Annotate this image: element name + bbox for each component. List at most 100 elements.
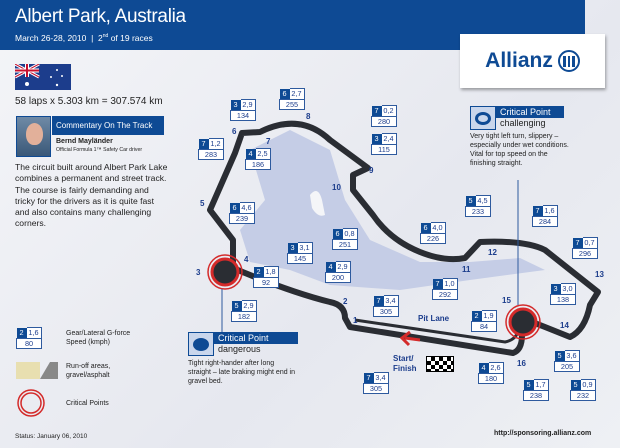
speed: 115 — [371, 143, 397, 155]
speed: 80 — [16, 337, 42, 349]
gear: 5 — [570, 380, 581, 390]
g-force: 1,7 — [533, 379, 549, 391]
g-force: 2,5 — [255, 148, 271, 160]
page-title: Albert Park, Australia — [15, 6, 186, 27]
critical-point-severity: dangerous — [218, 344, 261, 354]
g-force: 2,9 — [240, 99, 256, 111]
turn-number: 4 — [244, 255, 249, 264]
turn-number: 7 — [266, 137, 271, 146]
gear: 6 — [279, 89, 290, 99]
lake — [240, 130, 545, 290]
speed: 251 — [332, 238, 358, 250]
gear: 7 — [532, 206, 543, 216]
gear: 5 — [554, 351, 565, 361]
g-force: 3,4 — [383, 295, 399, 307]
legend-critical-label: Critical Points — [66, 400, 109, 407]
logo-text: Allianz — [485, 49, 553, 72]
critical-point-title: Critical Point — [214, 332, 298, 344]
g-force: 1,9 — [481, 310, 497, 322]
critical-point-legend-icon — [17, 389, 45, 417]
sponsor-url[interactable]: http://sponsoring.allianz.com — [494, 430, 592, 437]
gear: 3 — [371, 134, 382, 144]
gear: 5 — [465, 196, 476, 206]
race-dates: March 26-28, 2010 — [15, 33, 87, 43]
speed: 200 — [325, 271, 351, 283]
australia-flag-icon — [15, 64, 71, 90]
gear: 2 — [471, 311, 482, 321]
separator: | — [91, 33, 94, 43]
turn-number: 6 — [232, 127, 237, 136]
speed: 305 — [363, 382, 389, 394]
speed: 238 — [523, 389, 549, 401]
g-force: 2,9 — [241, 300, 257, 312]
g-force: 0,7 — [582, 237, 598, 249]
speed: 186 — [245, 158, 271, 170]
gear: 6 — [229, 203, 240, 213]
race-ordinal: nd — [102, 33, 109, 40]
gear: 7 — [363, 373, 374, 383]
g-force: 1,6 — [542, 205, 558, 217]
g-force: 1,8 — [263, 266, 279, 278]
helmet-icon — [188, 332, 214, 356]
turn-number: 1 — [353, 316, 358, 325]
turn-number: 10 — [332, 183, 341, 192]
speed: 92 — [253, 276, 279, 288]
gear: 3 — [550, 284, 561, 294]
start-finish-label: Start/Finish — [393, 354, 417, 374]
driver-photo — [16, 116, 51, 157]
g-force: 3,6 — [564, 350, 580, 362]
g-force: 3,4 — [373, 372, 389, 384]
critical-point-title: Critical Point — [496, 106, 564, 118]
pit-lane-label: Pit Lane — [418, 314, 450, 323]
turn-number: 3 — [196, 268, 201, 277]
speed: 233 — [465, 205, 491, 217]
gear: 5 — [523, 380, 534, 390]
speed: 239 — [229, 212, 255, 224]
gear: 4 — [478, 363, 489, 373]
gear: 7 — [432, 279, 443, 289]
commentator-role: Official Formula 1™ Safety Car driver — [56, 147, 143, 153]
gear: 6 — [332, 229, 343, 239]
turn-number: 2 — [343, 297, 348, 306]
legend-runoff-line1: Run-off areas, — [66, 363, 111, 370]
island — [310, 191, 325, 216]
legend-gear-label: Gear/Lateral G-force — [66, 330, 131, 337]
g-force: 4,6 — [239, 202, 255, 214]
gear: 7 — [198, 139, 209, 149]
laps-distance: 58 laps x 5.303 km = 307.574 km — [15, 96, 163, 107]
pit-arrow — [399, 330, 421, 347]
allianz-emblem-icon — [557, 50, 580, 72]
commentator-name: Bernd Mayländer — [56, 138, 113, 145]
turn-number: 5 — [200, 199, 205, 208]
speed: 205 — [554, 360, 580, 372]
speed: 138 — [550, 293, 576, 305]
gear: 2 — [16, 328, 27, 338]
speed: 180 — [478, 372, 504, 384]
status-date: Status: January 06, 2010 — [15, 433, 88, 440]
start-label: Start/ — [393, 354, 414, 363]
circuit-description: The circuit built around Albert Park Lak… — [15, 162, 168, 229]
speed: 292 — [432, 288, 458, 300]
speed: 134 — [230, 109, 256, 121]
g-force: 3,1 — [297, 242, 313, 254]
g-force: 3,0 — [560, 283, 576, 295]
critical-point-marker-3 — [207, 254, 243, 290]
speed: 182 — [231, 310, 257, 322]
turn-number: 13 — [595, 270, 604, 279]
